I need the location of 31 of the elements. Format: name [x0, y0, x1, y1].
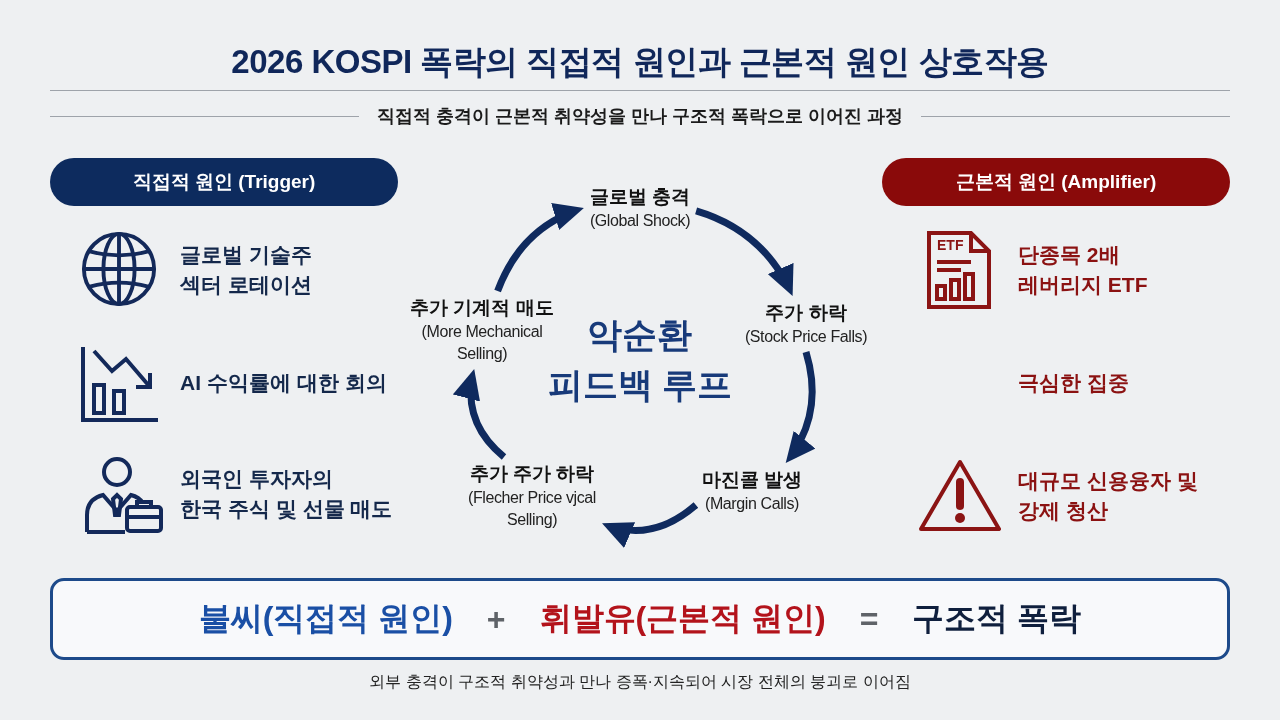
equals-sign: =	[859, 600, 879, 638]
caption: 외부 충격이 구조적 취약성과 만나 증폭·지속되어 시장 전체의 붕괴로 이어짐	[369, 672, 911, 692]
plus-sign: +	[486, 600, 506, 638]
equation-panel	[50, 578, 1230, 660]
cause-text: 단종목 2배 레버리지 ETF	[1018, 242, 1148, 298]
section-header: 직접적 원인 (Trigger)	[50, 158, 398, 206]
step-subtitle: (Flecher Price vjcal Selling)	[468, 488, 596, 530]
title: 2026 KOSPI 폭락의 직접적 원인과 근본적 원인 상호작용	[231, 42, 1049, 82]
cause-text: 글로벌 기술주 섹터 로테이션	[180, 242, 312, 298]
step-title: 주가 하락	[765, 301, 847, 325]
step-subtitle: (Stock Price Falls)	[744, 327, 868, 347]
cause-text: 대규모 신용융자 및 강제 청산	[1018, 468, 1198, 524]
step-subtitle: (More Mechanical Selling)	[421, 322, 543, 364]
cycle-arrow	[600, 502, 699, 547]
cause-text: 극심한 집중	[1018, 370, 1129, 396]
cycle-arrow	[695, 207, 796, 298]
cause-term: 휘발유(근본적 원인)	[539, 599, 826, 638]
result-term: 구조적 폭락	[912, 599, 1082, 638]
step-subtitle: (Margin Calls)	[705, 494, 799, 514]
step-title: 글로벌 충격	[589, 185, 691, 209]
cycle-arrow	[494, 204, 585, 293]
cause-term: 불씨(직접적 원인)	[198, 599, 453, 638]
step-title: 추가 주가 하락	[469, 462, 595, 486]
step-title: 마진콜 발생	[701, 468, 803, 492]
section-header: 근본적 원인 (Amplifier)	[882, 158, 1230, 206]
step-subtitle: (Global Shock)	[589, 211, 691, 231]
document-label: ETF	[937, 237, 964, 253]
cause-text: 외국인 투자자의 한국 주식 및 선물 매도	[180, 466, 393, 522]
subtitle: 직접적 충격이 근본적 취약성을 만나 구조적 폭락으로 이어진 과정	[377, 105, 903, 128]
cycle-arrow	[454, 368, 507, 460]
cause-text: AI 수익률에 대한 회의	[180, 370, 387, 396]
